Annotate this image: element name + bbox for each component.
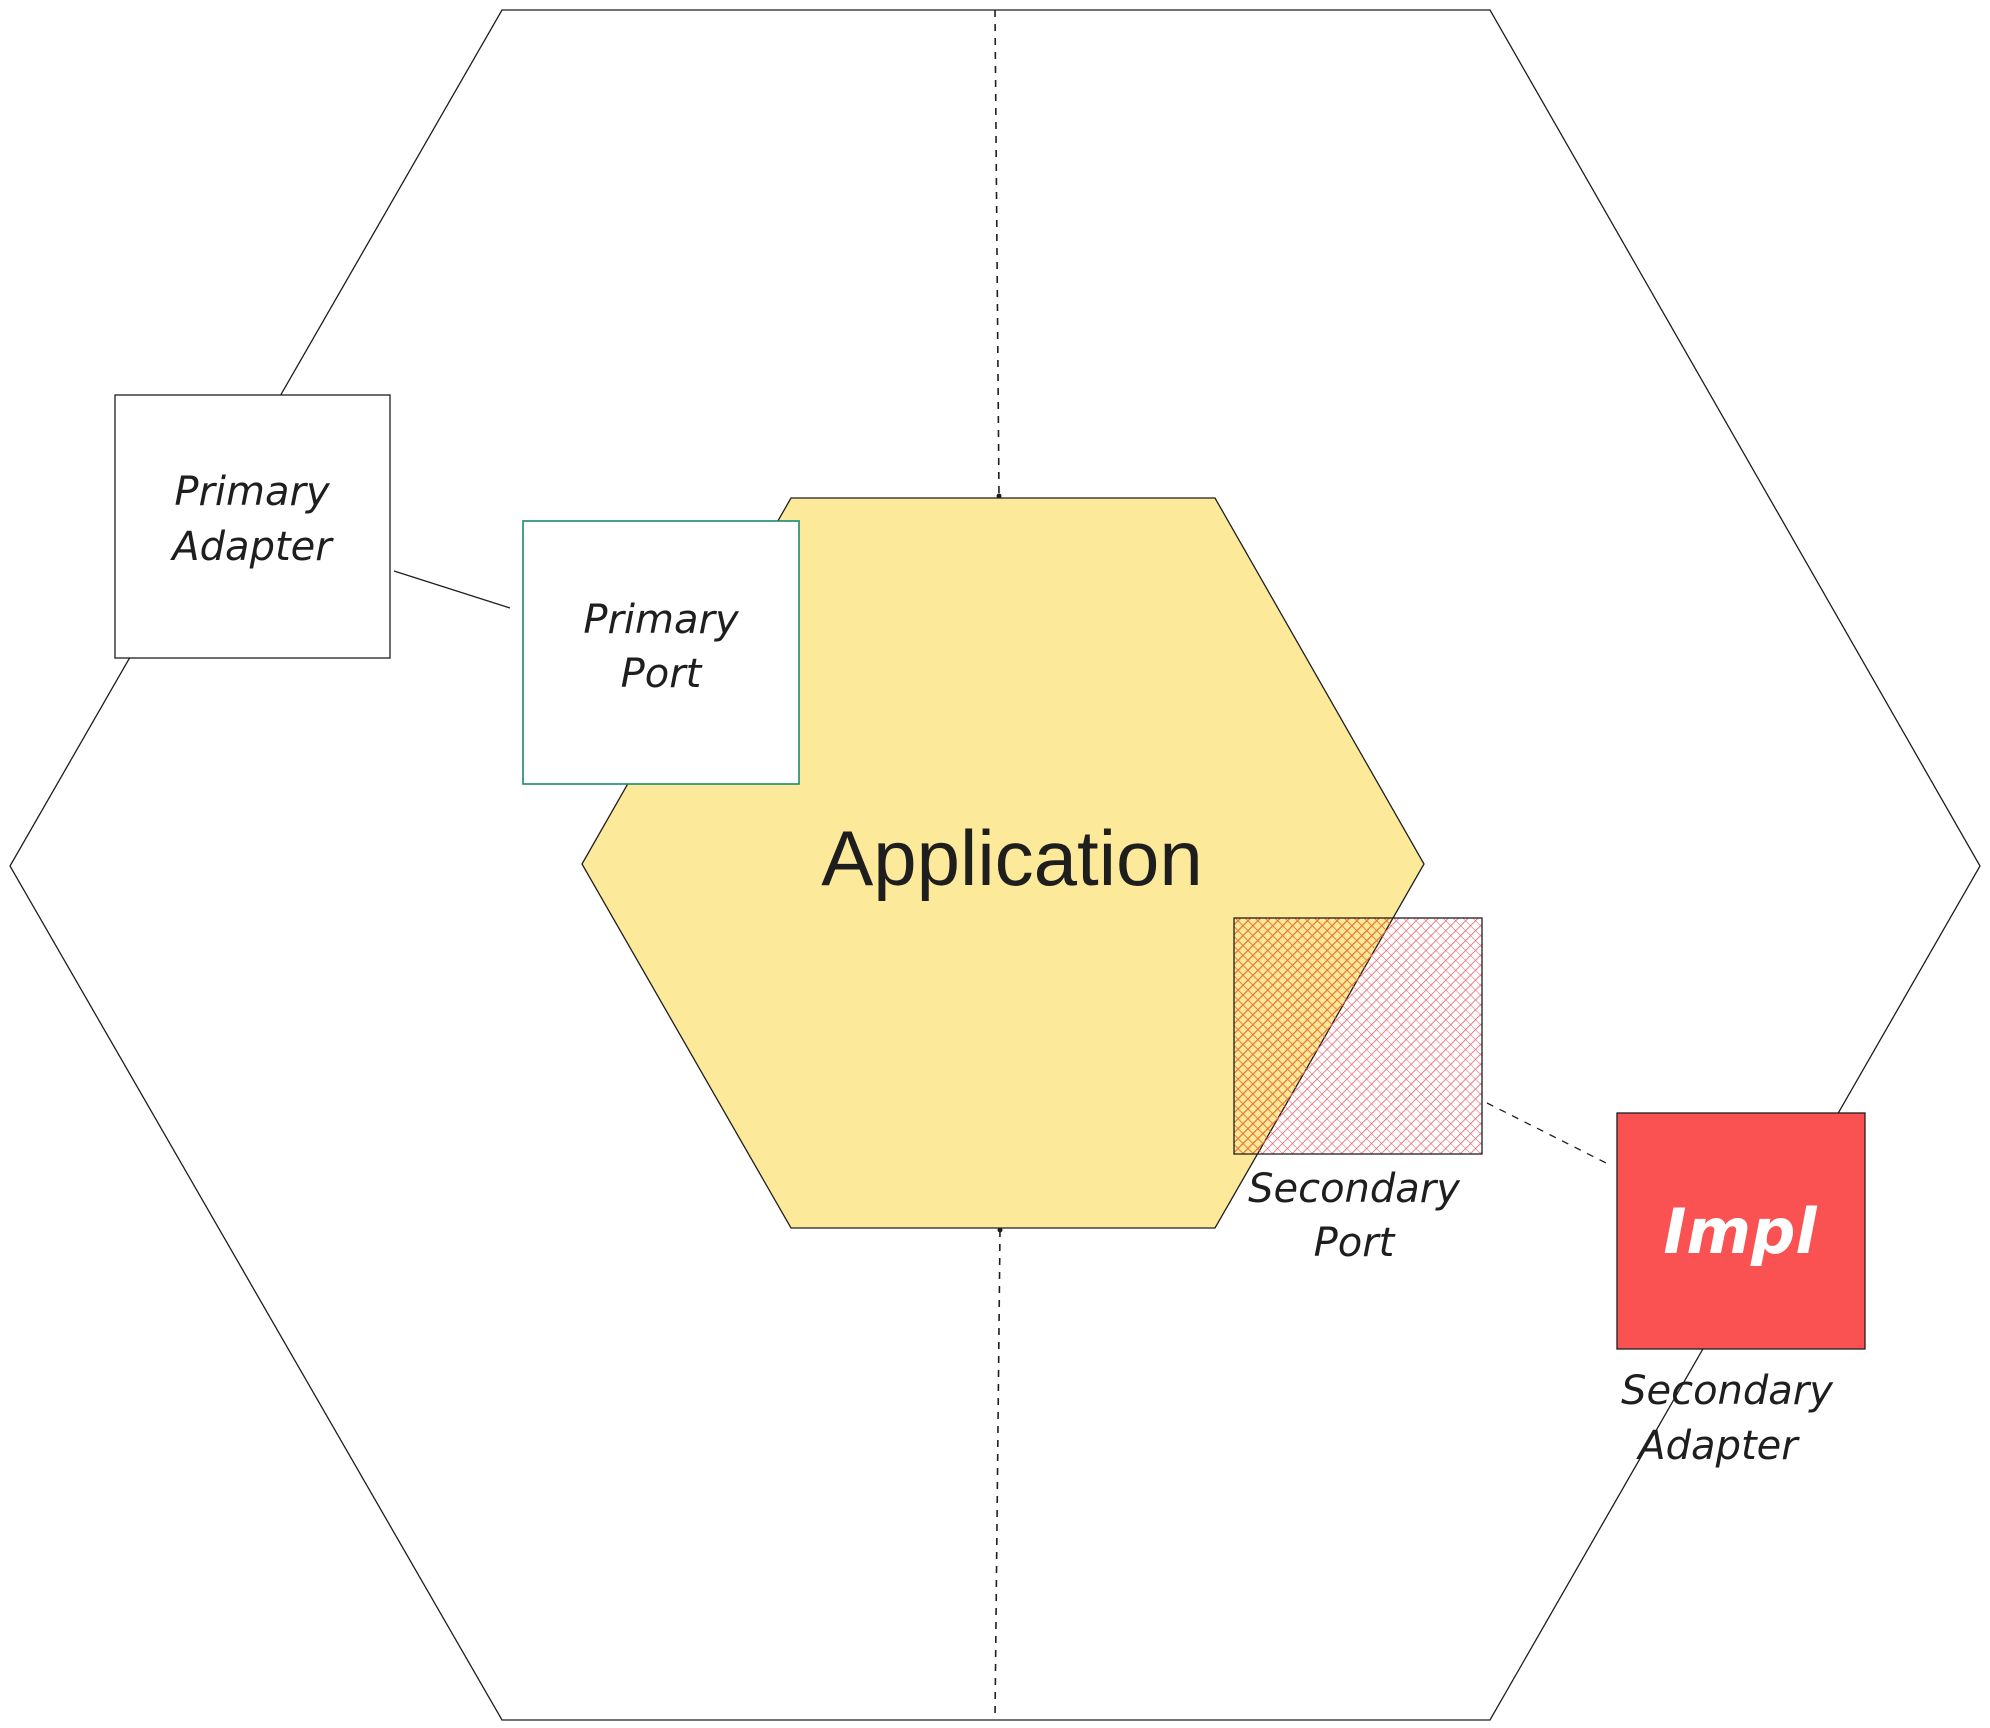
secondary-port-label-line2: Port	[1314, 1220, 1396, 1266]
primary-connector-line	[393, 570, 511, 609]
outer-hexagon	[9, 9, 1981, 1721]
impl-label: Impl	[1663, 1195, 1817, 1268]
secondary-adapter-label-line1: Secondary	[1621, 1368, 1834, 1414]
primary-port-box	[522, 520, 800, 785]
secondary-adapter-label-line2: Adapter	[1635, 1423, 1800, 1469]
impl-box	[1616, 1112, 1866, 1350]
primary-port-label-line2: Port	[621, 651, 703, 697]
secondary-port-label-line1: Secondary	[1248, 1166, 1461, 1212]
secondary-connector-dashed-line	[1486, 1102, 1613, 1167]
application-label: Application	[821, 814, 1203, 902]
axis-dot-top	[996, 493, 1002, 499]
vertical-dashed-axis-bottom	[994, 1229, 1001, 1721]
vertical-dashed-axis-top	[994, 9, 1000, 497]
axis-dot-bottom	[997, 1227, 1003, 1233]
primary-adapter-label-line2: Adapter	[169, 524, 334, 570]
primary-adapter-label-line1: Primary	[174, 469, 331, 515]
primary-adapter-box	[114, 394, 391, 659]
primary-port-label-line1: Primary	[583, 597, 740, 643]
secondary-port-box	[1233, 917, 1483, 1155]
